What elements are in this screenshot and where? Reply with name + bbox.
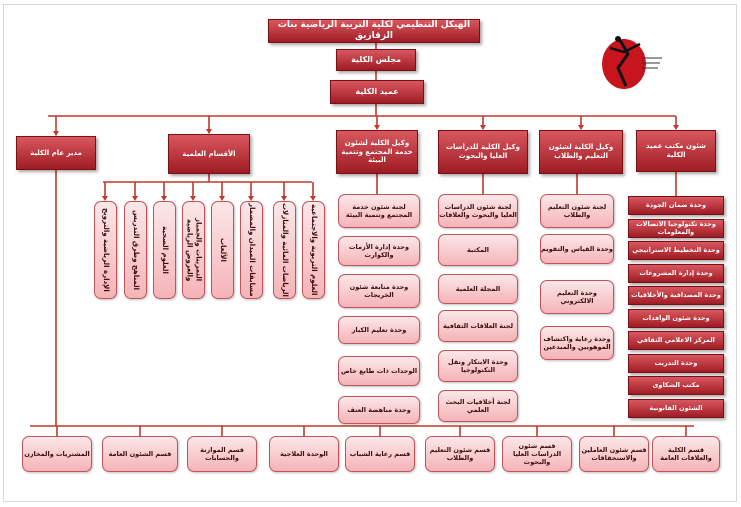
community-unit: وحدة متابعة شئون الخريجات — [338, 274, 420, 308]
bottom-unit: الوحدة العلاجية — [269, 436, 339, 472]
top-unit-box: وكيل الكلية للدراسات العليا والبحوث — [438, 130, 528, 174]
top-unit-box: مدير عام الكلية — [16, 136, 96, 170]
arrow-head — [219, 196, 225, 201]
dean-office-unit: وحدة ضمان الجودة — [628, 196, 724, 215]
dean-office-unit: مكتب الشكاوى — [628, 376, 724, 395]
chart-title: الهيكل التنظيمي لكلية التربية الرياضية ب… — [268, 19, 480, 43]
arrow-head — [132, 196, 138, 201]
department-box: الرياضات المائية والمنازلات — [273, 201, 296, 299]
bottom-unit: قسم الكلية والعلاقات العامة — [652, 436, 720, 472]
graduate-unit: لجنة شئون الدراسات العليا والبحوث والعلا… — [438, 194, 518, 228]
arrow-head — [248, 196, 254, 201]
arrow-head — [102, 196, 108, 201]
arrow-head — [161, 196, 167, 201]
dean-office-unit: وحدة المصداقية والأخلاقيات — [628, 286, 724, 305]
arrow-head — [53, 131, 59, 136]
education-unit: لجنة شئون التعليم والطلاب — [540, 194, 614, 228]
dean-office-unit: وحدة تكنولوجيا الاتصالات والمعلومات — [628, 218, 724, 238]
dean-office-unit: وحدة التدريب — [628, 353, 724, 373]
dean-office-unit: الشئون القانونية — [628, 398, 724, 418]
arrow-head — [673, 125, 679, 130]
bottom-unit: قسم شئون التعليم والطلاب — [425, 436, 495, 472]
community-unit: الوحدات ذات طابع خاص — [338, 356, 420, 386]
dean-office-unit: وحدة إدارة المشروعات — [628, 263, 724, 283]
department-box: التمرينات والجمباز والعروض الرياضية — [182, 201, 205, 299]
education-unit: وحدة القياس والتقويم — [540, 234, 614, 264]
community-unit: وحدة تعليم الكبار — [338, 316, 420, 344]
top-unit-box: وكيل الكلية لشئون خدمة المجتمع وتنمية ال… — [336, 130, 418, 174]
department-box: الألعاب — [211, 201, 234, 299]
community-unit: وحدة مناهضة العنف — [338, 396, 420, 424]
graduate-unit: لجنة أخلاقيات البحث العلمي — [438, 390, 518, 422]
department-box: المناهج وطرق التدريس — [124, 201, 147, 299]
department-box: العلوم التربوية والاجتماعية — [302, 201, 325, 299]
education-unit: وحدة رعاية واكتشاف الموهوبين والمبدعين — [540, 326, 614, 360]
arrow-head — [310, 196, 316, 201]
arrow-head — [480, 125, 486, 130]
top-unit-box: الأقسام العلمية — [168, 134, 250, 174]
arrow-head — [206, 129, 212, 134]
faculty-logo-icon — [598, 34, 664, 92]
graduate-unit: المجلة العلمية — [438, 274, 518, 304]
council-box: مجلس الكلية — [336, 49, 416, 71]
education-unit: وحدة التعليم الالكتروني — [540, 280, 614, 314]
department-box: مسابقات الميدان والمضمار — [240, 201, 263, 299]
bottom-unit: قسم شئون العاملين والاستحقاقات — [579, 436, 649, 472]
arrow-head — [190, 196, 196, 201]
dean-office-unit: وحدة شئون الوافدات — [628, 308, 724, 328]
community-unit: وحدة إدارة الأزمات والكوارث — [338, 236, 420, 266]
bottom-unit: قسم الشئون العامة — [102, 436, 178, 472]
arrow-head — [578, 125, 584, 130]
arrow-head — [281, 196, 287, 201]
graduate-unit: المكتبة — [438, 234, 518, 266]
graduate-unit: لجنة العلاقات الثقافية — [438, 310, 518, 342]
page-frame — [3, 4, 737, 502]
dean-office-unit: وحدة التخطيط الاستراتيجي — [628, 241, 724, 260]
top-unit-box: وكيل الكلية لشئون التعليم والطلاب — [539, 130, 623, 174]
graduate-unit: وحدة الابتكار ونقل التكنولوجيا — [438, 350, 518, 382]
bottom-unit: قسم الموازنة والحسابات — [187, 436, 257, 472]
bottom-unit: قسم شئون الدراسات العليا والبحوث — [502, 436, 572, 472]
department-box: الإدارة الرياضية والترويح — [94, 201, 117, 299]
community-unit: لجنة شئون خدمة المجتمع وتنمية البيئة — [338, 194, 420, 228]
arrow-head — [374, 125, 380, 130]
bottom-unit: المشتريات والمخازن — [22, 436, 92, 472]
dean-box: عميد الكلية — [330, 80, 424, 104]
dean-office-unit: المركز الاعلامي الثقافي — [628, 331, 724, 350]
top-unit-box: شئون مكتب عميد الكلية — [636, 130, 716, 172]
bottom-unit: قسم رعاية الشباب — [345, 436, 415, 472]
department-box: العلوم الصحية — [153, 201, 176, 299]
